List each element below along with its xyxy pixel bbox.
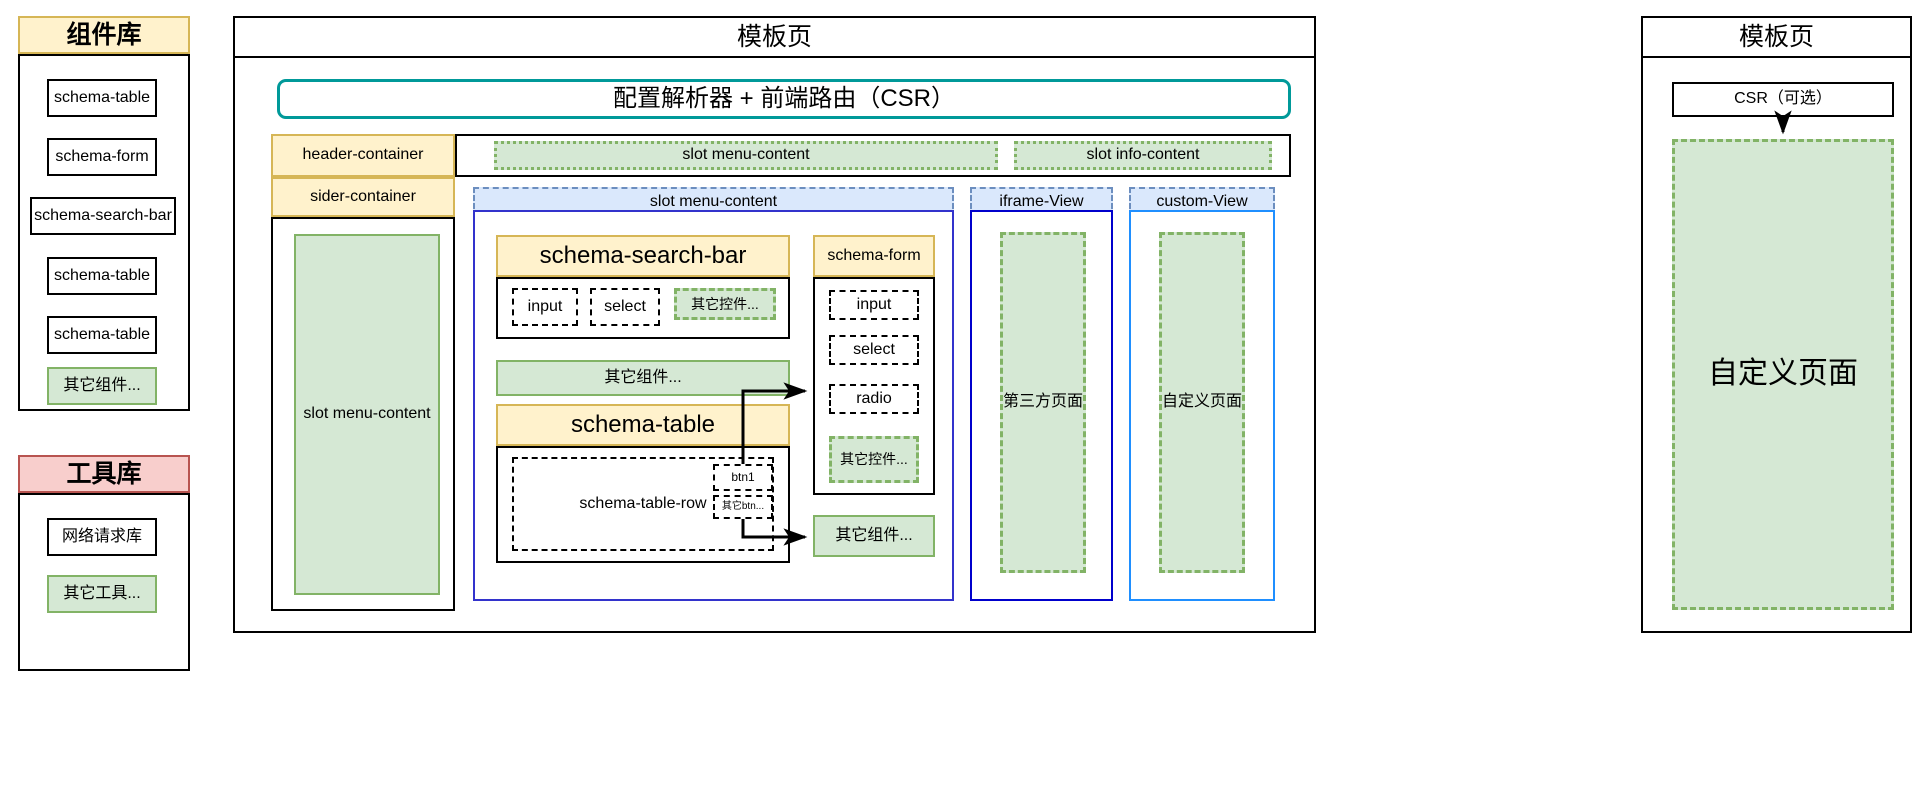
template-page-main-title: 模板页 (233, 16, 1316, 58)
tool-library-title: 工具库 (18, 455, 190, 493)
search-bar-control-select[interactable]: select (590, 288, 660, 326)
schema-form-title: schema-form (813, 235, 935, 277)
form-control-select[interactable]: select (829, 335, 919, 365)
tool-item-network-request[interactable]: 网络请求库 (47, 518, 157, 556)
form-control-other[interactable]: 其它控件... (829, 436, 919, 483)
component-item-other[interactable]: 其它组件... (47, 367, 157, 405)
component-item-schema-table-1[interactable]: schema-table (47, 79, 157, 117)
other-components-mid[interactable]: 其它组件... (496, 360, 790, 396)
form-control-input[interactable]: input (829, 290, 919, 320)
tool-item-other[interactable]: 其它工具... (47, 575, 157, 613)
component-item-schema-search-bar[interactable]: schema-search-bar (30, 197, 176, 235)
search-bar-control-other[interactable]: 其它控件... (674, 288, 776, 320)
component-library-title: 组件库 (18, 16, 190, 54)
custom-page-body-right: 自定义页面 (1672, 139, 1894, 610)
schema-search-bar-title: schema-search-bar (496, 235, 790, 277)
template-page-right-title: 模板页 (1641, 16, 1912, 58)
schema-table-title: schema-table (496, 404, 790, 446)
form-control-radio[interactable]: radio (829, 384, 919, 414)
component-item-schema-table-2[interactable]: schema-table (47, 257, 157, 295)
schema-table-row: schema-table-row (512, 457, 774, 551)
component-item-schema-form[interactable]: schema-form (47, 138, 157, 176)
config-parser-router-box: 配置解析器 + 前端路由（CSR） (277, 79, 1291, 119)
csr-optional-box: CSR（可选） (1672, 82, 1894, 117)
other-components-right[interactable]: 其它组件... (813, 515, 935, 557)
schema-table-other-btn[interactable]: 其它btn... (713, 495, 773, 519)
header-container-label: header-container (271, 134, 455, 177)
header-slot-menu-content: slot menu-content (494, 141, 998, 170)
search-bar-control-input[interactable]: input (512, 288, 578, 326)
schema-table-btn1[interactable]: btn1 (713, 464, 773, 491)
header-slot-info-content: slot info-content (1014, 141, 1272, 170)
sider-slot-menu-content: slot menu-content (294, 234, 440, 595)
iframe-view-body: 第三方页面 (1000, 232, 1086, 573)
sider-container-label: sider-container (271, 177, 455, 217)
component-item-schema-table-3[interactable]: schema-table (47, 316, 157, 354)
custom-view-body: 自定义页面 (1159, 232, 1245, 573)
